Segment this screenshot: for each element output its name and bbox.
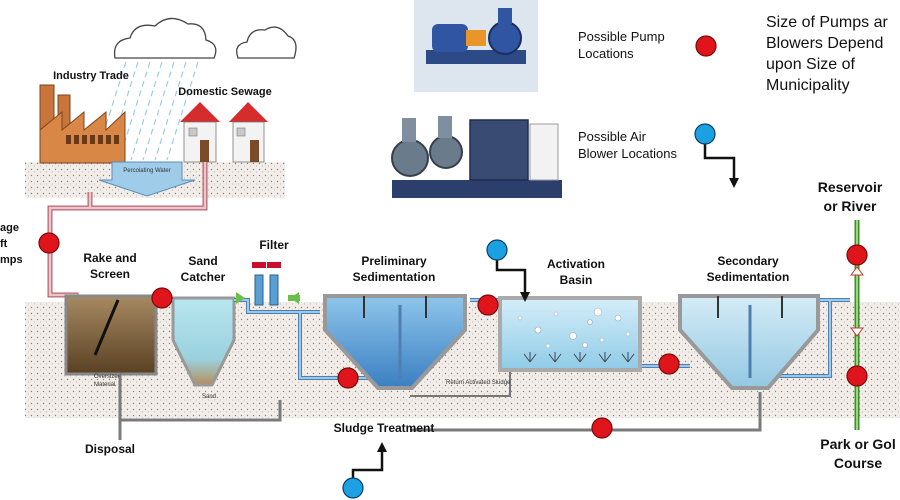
reservoir-label-2: or River (824, 198, 877, 214)
activation-label-1: Activation (547, 257, 605, 271)
cloud-icon (236, 26, 297, 59)
sludge-treatment-label: Sludge Treatment (334, 421, 435, 435)
oversized-label-1: Oversized (94, 374, 121, 380)
pump-marker-lift (38, 232, 60, 254)
cloud-icon (113, 17, 217, 59)
preliminary-label-2: Sedimentation (353, 270, 436, 284)
size-note-line-3: upon Size of (766, 56, 856, 73)
filter-unit (236, 262, 300, 306)
sand-catcher-label-2: Catcher (181, 270, 226, 284)
pump-marker-activation (477, 294, 499, 316)
pump-photo (414, 0, 538, 92)
pump-marker-sludge (591, 417, 613, 439)
percolating-label: Percolating Water (123, 168, 170, 174)
sand-catcher-label-1: Sand (188, 254, 217, 268)
pump-marker-prelim (337, 367, 359, 389)
size-note-line-4: Municipality (766, 77, 850, 94)
lift-pumps-label-3: mps (0, 254, 23, 266)
pump-marker-secondary (658, 353, 680, 375)
percolating-water-arrow: Percolating Water (98, 161, 196, 197)
size-note-line-1: Size of Pumps ar (766, 14, 889, 31)
legend-blower-label-2: Blower Locations (578, 146, 677, 161)
preliminary-label-1: Preliminary (361, 254, 427, 268)
arrow-heads (377, 178, 739, 452)
disposal-label: Disposal (85, 442, 135, 456)
rake-screen-label-1: Rake and (83, 251, 136, 265)
activation-basin-tank (498, 296, 642, 372)
lift-pumps-label-1: age (0, 222, 19, 234)
return-sludge-label: Return Activated Sludge (446, 380, 511, 386)
secondary-label-2: Sedimentation (707, 270, 790, 284)
blower-marker-sludge (342, 477, 364, 499)
rake-screen-tank: Oversized Material (64, 294, 158, 388)
pump-marker-reservoir (846, 244, 868, 266)
blower-photo (384, 108, 570, 212)
secondary-sedimentation-tank (678, 294, 820, 390)
sludge-lines (118, 374, 762, 440)
house-icon (229, 102, 268, 163)
domestic-sewage-label: Domestic Sewage (178, 86, 272, 98)
filter-label: Filter (259, 238, 289, 252)
secondary-label-1: Secondary (717, 254, 779, 268)
legend-pump-label-2: Locations (578, 46, 634, 61)
legend-blower-label-1: Possible Air (578, 129, 647, 144)
legend-pump-label-1: Possible Pump (578, 29, 665, 44)
pump-marker-rake (151, 287, 173, 309)
blower-marker-activation (486, 239, 508, 261)
park-label-2: Course (834, 455, 882, 471)
preliminary-sedimentation-tank (323, 294, 467, 390)
legend-pump-icon (695, 35, 717, 57)
industry-trade-label: Industry Trade (53, 70, 129, 82)
oversized-label-2: Material (94, 382, 115, 388)
rake-screen-label-2: Screen (90, 267, 130, 281)
factory-icon (39, 84, 126, 164)
pump-marker-park (846, 365, 868, 387)
activation-label-2: Basin (560, 273, 593, 287)
legend-blower-icon (694, 123, 716, 145)
sand-small-label: Sand (202, 394, 216, 400)
house-icon (180, 102, 220, 163)
reservoir-label-1: Reservoir (818, 179, 883, 195)
size-note-line-2: Blowers Depend (766, 35, 883, 52)
lift-pumps-label-2: ft (0, 238, 8, 250)
park-label-1: Park or Gol (820, 436, 895, 452)
